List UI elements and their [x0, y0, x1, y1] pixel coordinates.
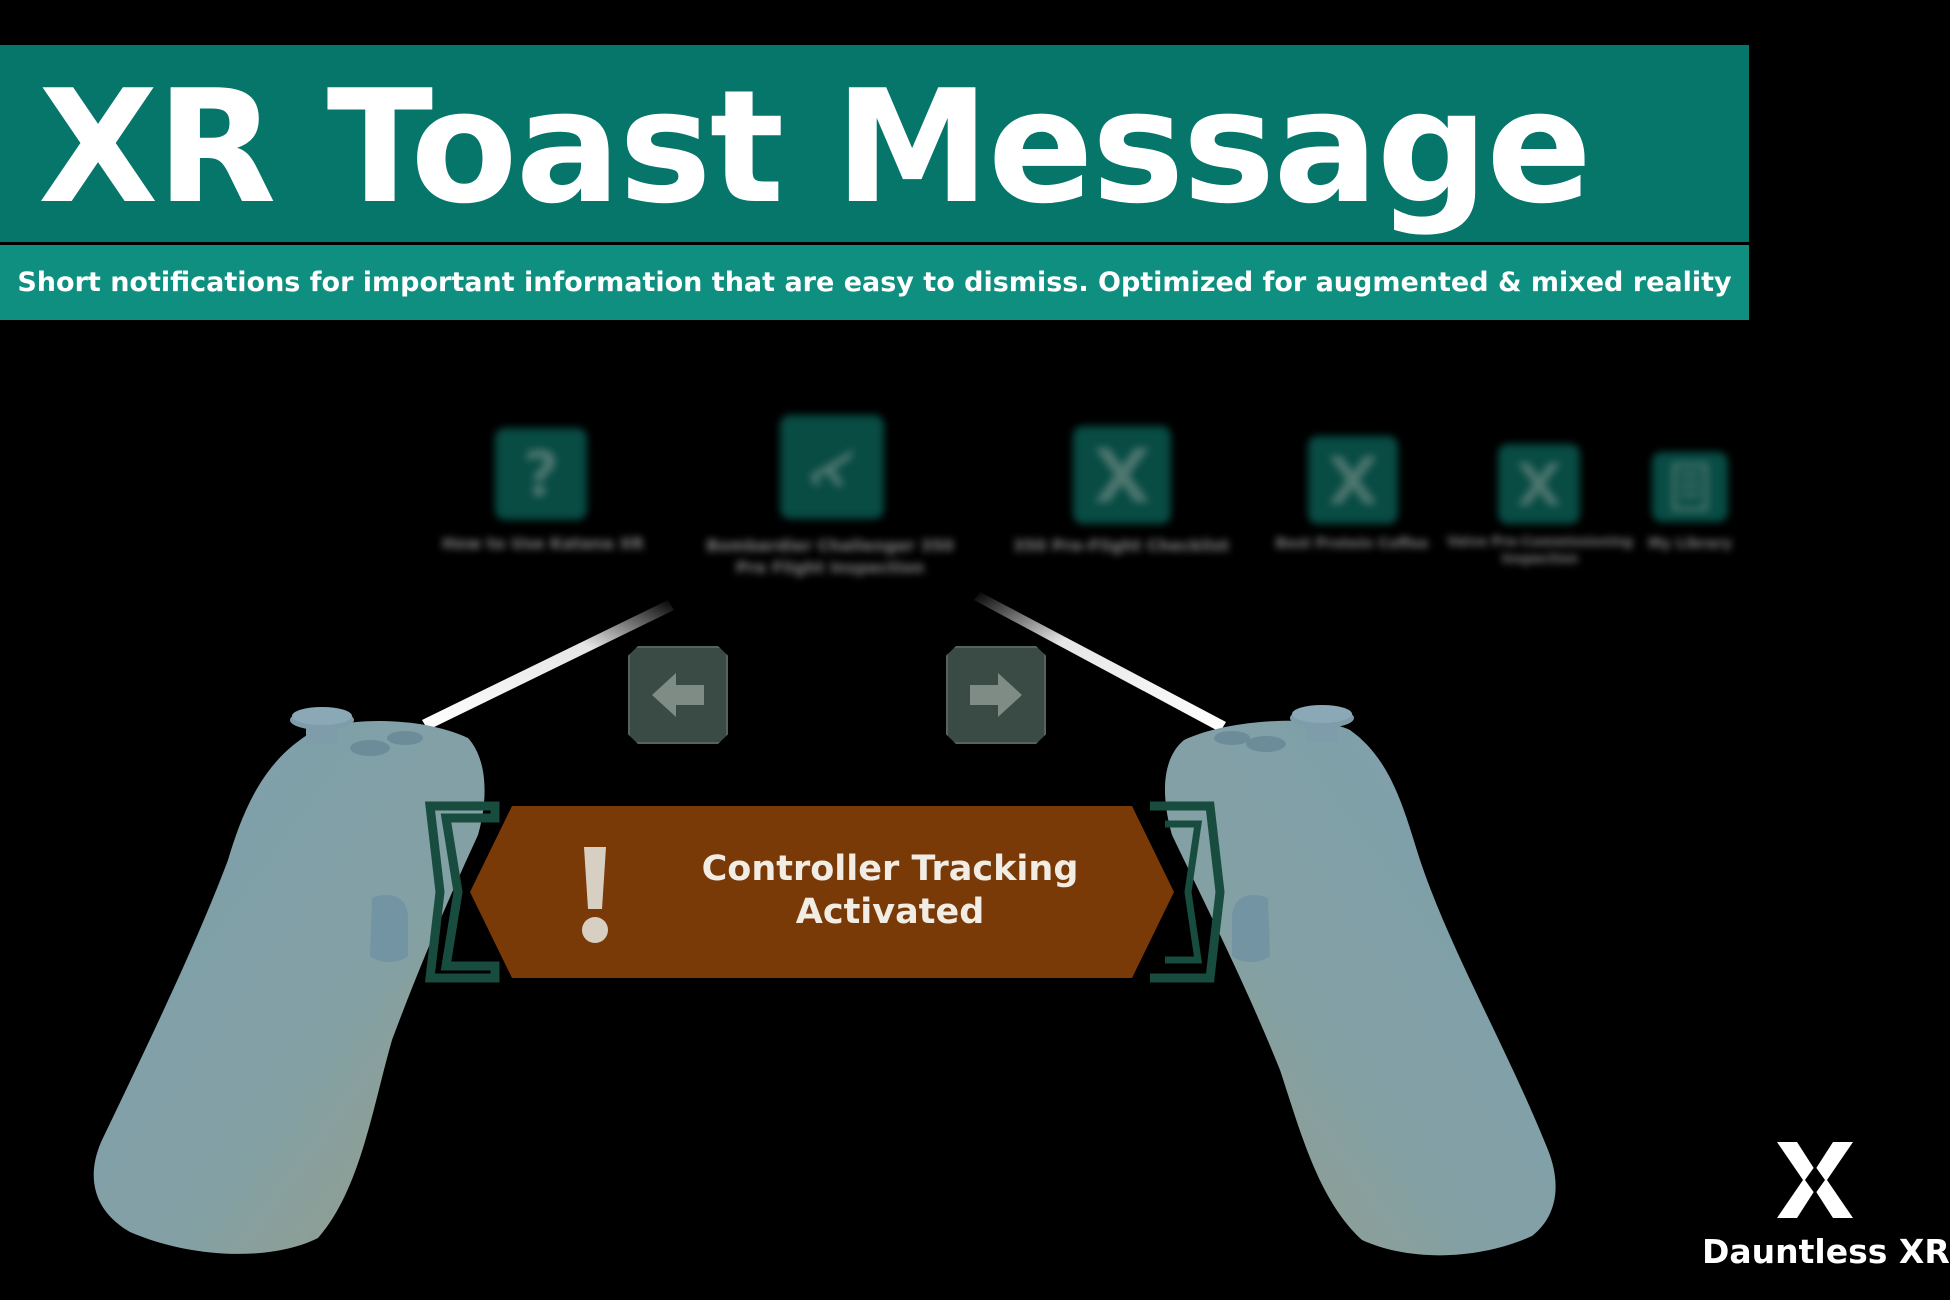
next-button[interactable] [946, 646, 1046, 744]
dauntless-logo-icon [1775, 1140, 1855, 1220]
right-controller [1164, 705, 1556, 1256]
arrow-right-icon [970, 673, 1022, 717]
app-tile-label: Bombardier Challenger 350 [706, 536, 954, 555]
subtitle-banner: Short notifications for important inform… [0, 245, 1749, 320]
app-tile-label: 350 Pre-Flight Checklist [1012, 536, 1230, 555]
app-tile-label: Valve Pre-Commissioning [1447, 535, 1633, 550]
toast-line-1: Controller Tracking [701, 849, 1079, 889]
app-tile-label-line2: Inspection [1501, 552, 1579, 567]
pointer-ray-left [422, 600, 674, 730]
left-controller [93, 707, 485, 1254]
toast-frame [424, 801, 1225, 983]
brand-name: Dauntless XR [1702, 1232, 1950, 1271]
arrow-left-icon [652, 673, 704, 717]
pointer-ray-right [974, 592, 1226, 732]
question-icon: ? [523, 437, 559, 511]
app-tile-label: Best Protein Coffee [1275, 536, 1429, 552]
toast-message[interactable]: Controller Tracking Activated [680, 848, 1100, 934]
page-title: XR Toast Message [38, 56, 1592, 238]
app-tile-label: My Library [1647, 536, 1733, 552]
app-tile-checklist[interactable] [1073, 426, 1171, 524]
airplane-icon [810, 449, 854, 487]
exclamation-icon [570, 845, 620, 945]
dauntless-logo-icon [1095, 448, 1149, 502]
app-tile-label: How to Use Katana XR [442, 534, 644, 553]
app-tile-library[interactable] [1652, 452, 1728, 522]
document-icon [1672, 463, 1708, 511]
dauntless-logo-icon [1517, 462, 1561, 506]
app-tile-coffee[interactable] [1308, 436, 1398, 524]
toast-line-2: Activated [795, 892, 985, 932]
app-tile-valve[interactable] [1498, 444, 1580, 524]
app-tile-how-to-use[interactable]: ? [495, 428, 587, 520]
app-tile-label-line2: Pre Flight Inspection [735, 558, 925, 577]
app-tile-bombardier[interactable] [780, 415, 884, 519]
page-subtitle: Short notifications for important inform… [17, 267, 1732, 298]
previous-button[interactable] [628, 646, 728, 744]
title-banner [0, 45, 1749, 242]
dauntless-logo-icon [1329, 456, 1377, 504]
